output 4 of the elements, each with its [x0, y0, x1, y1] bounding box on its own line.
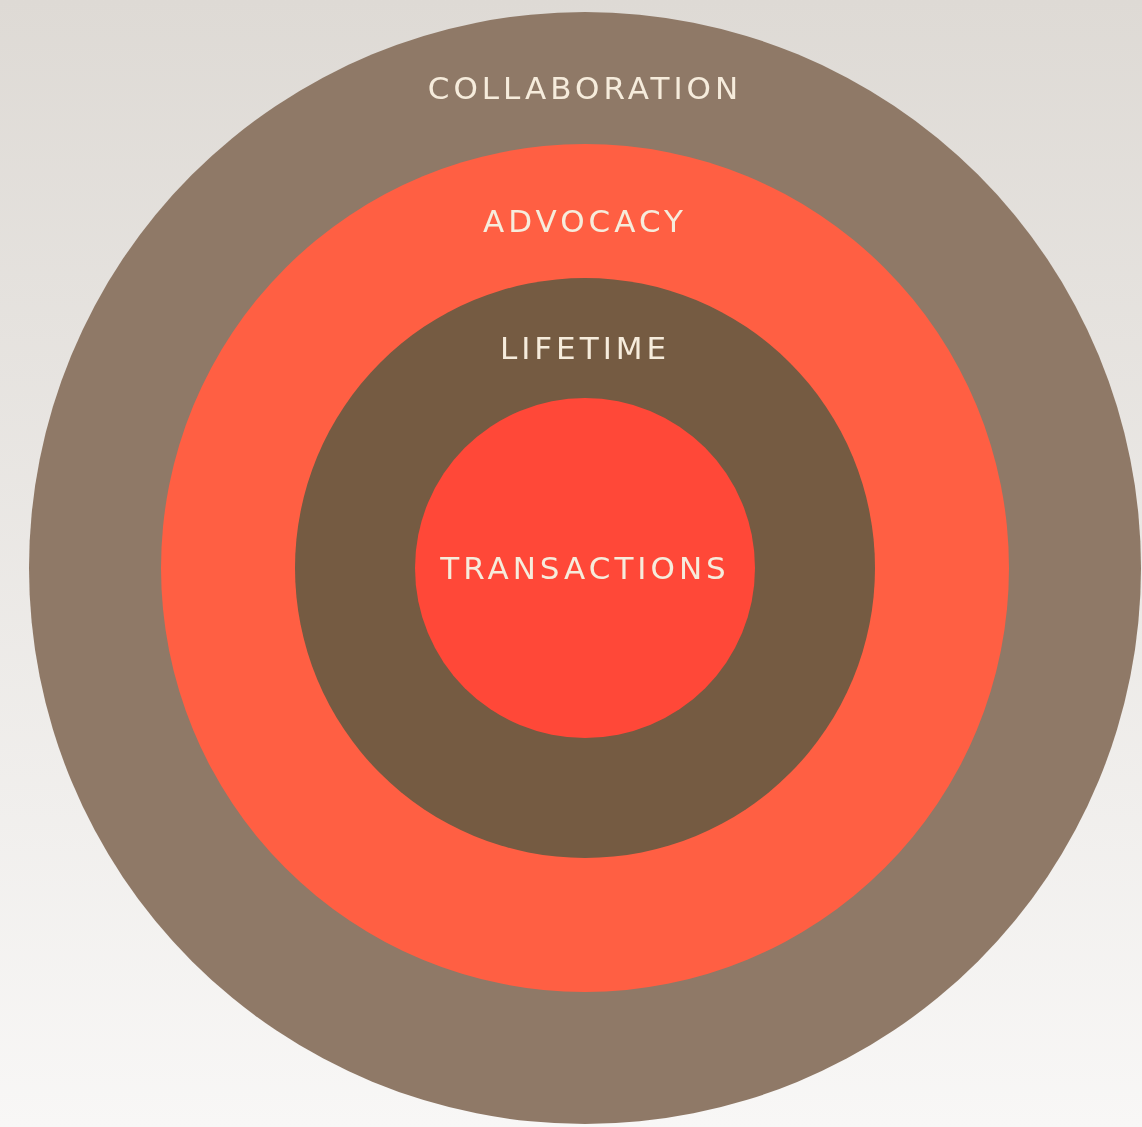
- ring-label: ADVOCACY: [483, 203, 687, 239]
- ring-label: TRANSACTIONS: [440, 550, 730, 586]
- ring-label: LIFETIME: [499, 330, 671, 366]
- ring-label: COLLABORATION: [427, 70, 743, 106]
